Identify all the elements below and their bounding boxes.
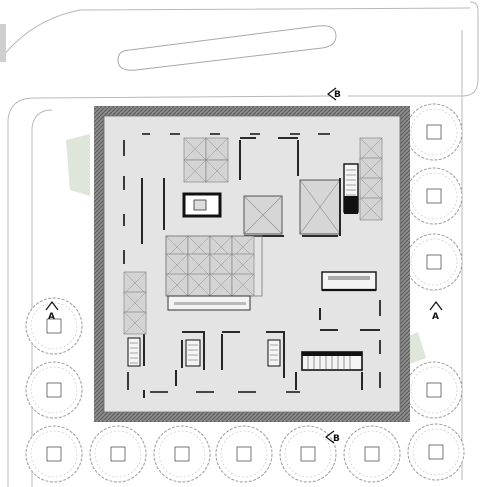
- right-storage-column: [359, 137, 383, 221]
- section-marker-a-left: A: [45, 301, 59, 322]
- inner-border: [103, 115, 401, 413]
- perimeter-walls: [123, 133, 381, 393]
- section-marker-b-top: B: [327, 87, 341, 101]
- central-skylight-grid: [165, 235, 255, 297]
- skylight-grid-top: [183, 137, 229, 183]
- left-storage-column: [123, 271, 147, 335]
- counter-top: [328, 276, 370, 280]
- shaft-right: [299, 179, 341, 235]
- stair-bottom-center-right: [267, 339, 281, 367]
- stair-bottom-left: [127, 337, 141, 367]
- counter: [321, 271, 377, 291]
- drop-off-lane: [117, 25, 337, 71]
- section-label-a-left: A: [48, 312, 55, 322]
- wall-stubs: [143, 370, 363, 398]
- shaft-left: [243, 195, 283, 235]
- section-label-a-right: A: [432, 312, 439, 322]
- trees-bottom: [89, 425, 401, 483]
- green-area-left: [66, 134, 90, 196]
- trees-left: [25, 297, 83, 483]
- section-label-b-top: B: [334, 90, 341, 100]
- stair-bottom-center-left: [185, 339, 201, 367]
- stair-bottom-right: [301, 351, 363, 371]
- trees-right: [405, 103, 465, 481]
- corner-mark: [0, 24, 6, 62]
- bench-rail: [174, 302, 246, 305]
- stair-right-landing: [344, 196, 358, 214]
- site-outline: [0, 1, 479, 487]
- section-label-b-bottom: B: [333, 434, 340, 444]
- section-marker-b-bottom: B: [325, 430, 340, 444]
- section-marker-a-right: A: [429, 301, 443, 322]
- elevator-car: [193, 199, 207, 211]
